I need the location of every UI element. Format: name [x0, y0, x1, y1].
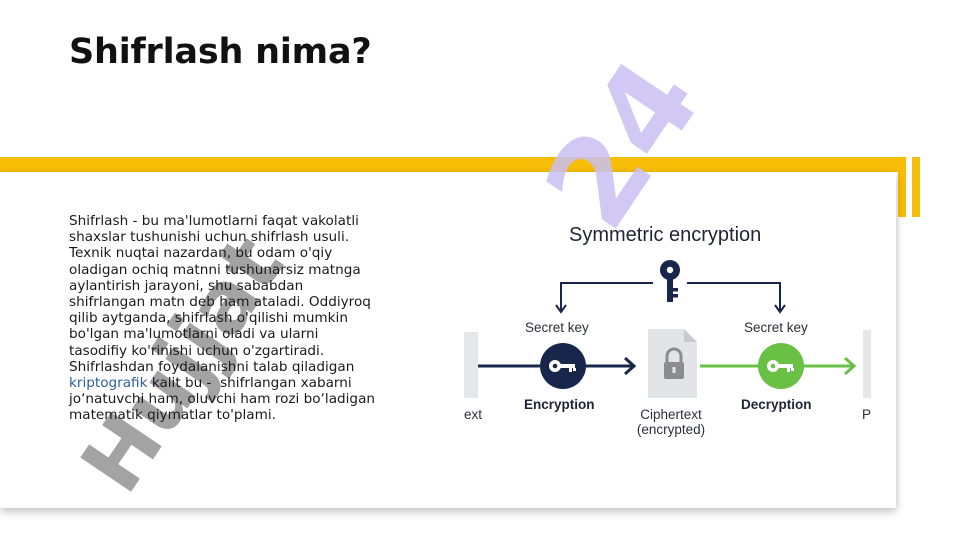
body-paragraph: Shifrlash - bu ma'lumotlarni faqat vakol… — [69, 213, 421, 424]
kriptografik-link[interactable]: kriptografik — [69, 375, 148, 392]
body-line: tasodifiy ko'rinishi uchun o'zgartiradi. — [69, 342, 325, 359]
key-icon — [660, 260, 680, 302]
encryption-node-icon — [540, 343, 586, 389]
secret-key-right-label: Secret key — [744, 320, 808, 335]
content-panel — [0, 172, 896, 508]
decryption-label: Decryption — [741, 397, 812, 412]
plaintext-box-right — [863, 330, 871, 398]
slide-title: Shifrlash nima? — [69, 32, 372, 72]
body-line: Shifrlashdan foydalanishni talab qiladig… — [69, 358, 355, 375]
key-arrow-left — [555, 304, 567, 314]
secret-key-left-label: Secret key — [525, 320, 589, 335]
body-line: shifrlangan matn deb ham ataladi. Oddiyr… — [69, 294, 371, 311]
body-line: bo'lgan ma'lumotlarni oladi va ularni — [69, 326, 319, 343]
plaintext-label-cropped-left: ext — [464, 407, 483, 422]
key-connector-left — [560, 282, 653, 311]
body-line-after-link: kalit bu - shifrlangan xabarni — [147, 375, 352, 392]
body-line: matematik qiymatlar to'plami. — [69, 407, 276, 424]
body-line: oladigan ochiq matnni tushunarsiz matnga — [69, 261, 361, 278]
diagram-title: Symmetric encryption — [569, 224, 762, 246]
key-arrow-right — [774, 304, 786, 314]
decryption-node-icon — [758, 343, 804, 389]
accent-bar-vertical-1 — [898, 157, 906, 217]
key-connector-right — [687, 282, 781, 311]
body-line: Shifrlash - bu ma'lumotlarni faqat vakol… — [69, 213, 359, 229]
encryption-label: Encryption — [524, 397, 595, 412]
body-line: aylantirish jarayoni, shu sababdan — [69, 277, 304, 294]
accent-bar-horizontal — [0, 157, 898, 172]
plaintext-label-cropped-right: P — [862, 407, 872, 422]
body-line: shaxslar tushunishi uchun shifrlash usul… — [69, 229, 350, 246]
body-line-with-link: kriptografik kalit bu - shifrlangan xaba… — [69, 375, 421, 391]
ciphertext-title: Ciphertext — [640, 407, 702, 422]
ciphertext-label: Ciphertext (encrypted) — [625, 407, 717, 437]
accent-bar-vertical-2 — [912, 157, 920, 217]
body-line: Texnik nuqtai nazardan, bu odam o'qiy — [69, 245, 333, 262]
ciphertext-lock-icon — [648, 329, 697, 398]
plaintext-box-left — [464, 332, 478, 398]
symmetric-encryption-diagram — [464, 260, 871, 398]
body-line: qilib aytganda, shifrlash o'qilishi mumk… — [69, 310, 348, 327]
body-line: jo‘natuvchi ham, oluvchi ham rozi bo‘lad… — [69, 391, 376, 408]
ciphertext-subtitle: (encrypted) — [636, 422, 706, 437]
